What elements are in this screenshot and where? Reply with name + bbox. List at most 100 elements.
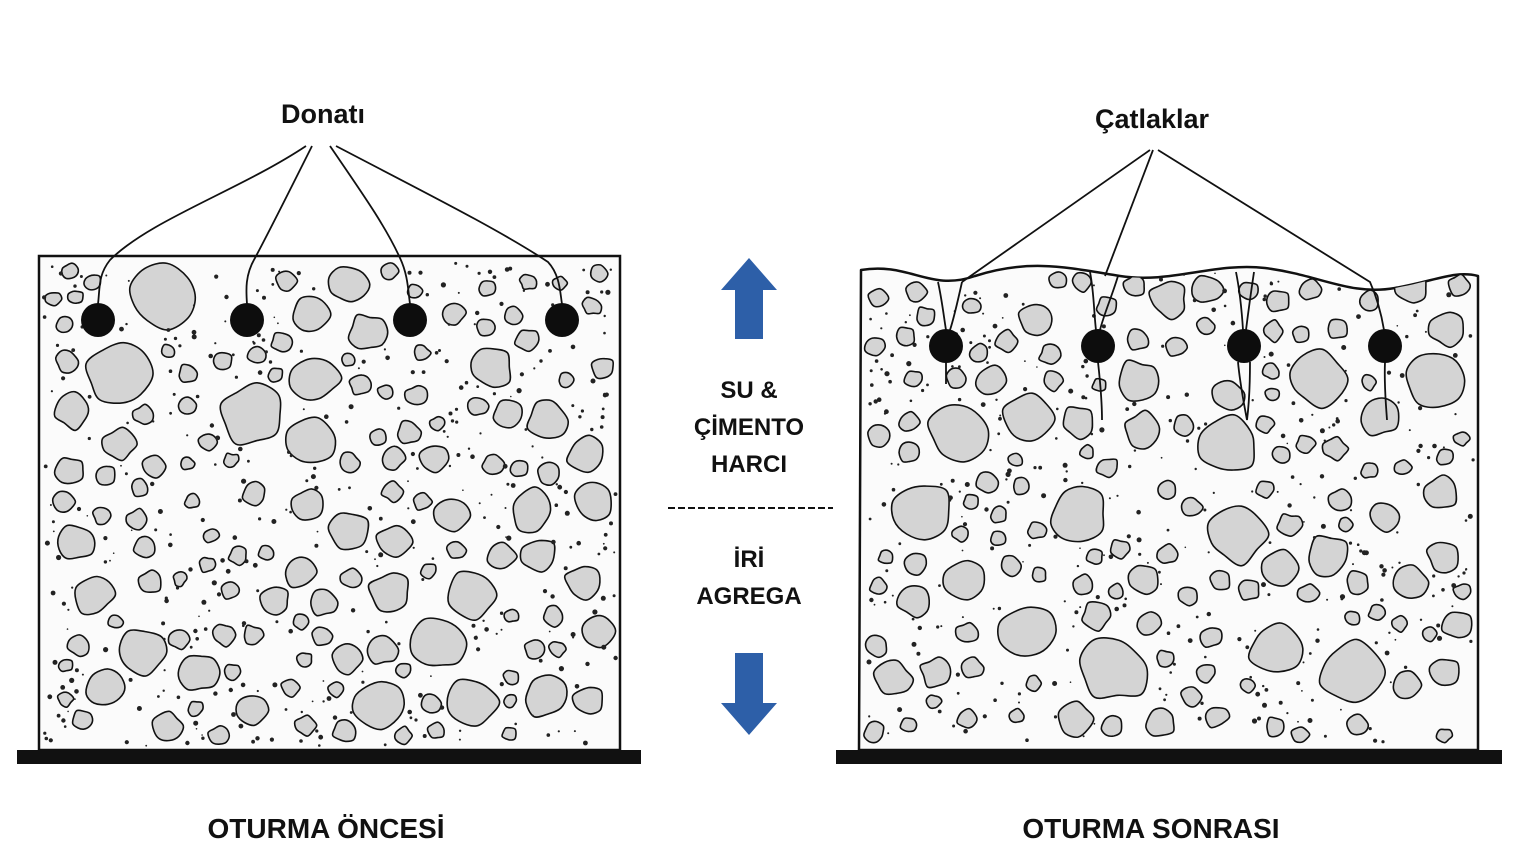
- sand-grain: [1427, 456, 1431, 460]
- sand-grain: [1415, 309, 1419, 313]
- aggregate-stone: [369, 428, 387, 447]
- sand-grain: [522, 289, 526, 292]
- sand-grain: [1069, 681, 1072, 683]
- aggregate-stone: [1361, 373, 1377, 392]
- sand-grain: [418, 270, 423, 275]
- sand-grain: [1316, 628, 1320, 631]
- aggregate-stone: [492, 399, 523, 429]
- sand-grain: [232, 535, 238, 540]
- sand-grain: [555, 483, 558, 486]
- aggregate-stone: [503, 693, 518, 709]
- sand-grain: [1398, 561, 1401, 564]
- sand-grain: [1092, 284, 1095, 287]
- sand-grain: [247, 459, 250, 463]
- aggregate-stone: [310, 588, 339, 617]
- aggregate-stone: [1271, 445, 1291, 464]
- sand-grain: [1195, 615, 1199, 619]
- sand-grain: [1038, 465, 1043, 470]
- before-settlement-caption: OTURMA ÖNCESİ: [208, 813, 445, 844]
- sand-grain: [476, 647, 481, 652]
- sand-grain: [1396, 325, 1399, 327]
- aggregate-stone: [74, 575, 117, 616]
- sand-grain: [241, 478, 247, 484]
- sand-grain: [883, 600, 887, 604]
- sand-grain: [1348, 541, 1353, 545]
- sand-grain: [407, 480, 409, 483]
- aggregate-stone: [222, 452, 240, 469]
- aggregate-stone: [1422, 474, 1458, 509]
- sand-grain: [256, 589, 260, 593]
- sand-grain: [241, 621, 247, 626]
- sand-grain: [1206, 611, 1212, 617]
- sand-grain: [421, 578, 425, 581]
- aggregate-stone: [1327, 318, 1348, 339]
- sand-grain: [1066, 648, 1069, 652]
- sand-grain: [909, 314, 911, 317]
- sand-grain: [1416, 482, 1421, 487]
- sand-grain: [490, 493, 493, 496]
- sand-grain: [952, 724, 956, 728]
- sand-grain: [554, 503, 559, 508]
- sand-grain: [938, 584, 941, 587]
- right-ground-base: [836, 750, 1502, 764]
- sand-grain: [462, 489, 464, 492]
- sand-grain: [1063, 600, 1066, 603]
- sand-grain: [1462, 571, 1466, 575]
- aggregate-stone: [895, 326, 916, 347]
- sand-grain: [963, 728, 968, 734]
- aggregate-stone: [989, 505, 1007, 524]
- aggregate-stone: [565, 434, 604, 474]
- sand-grain: [1138, 552, 1142, 556]
- sand-grain: [240, 682, 246, 688]
- aggregate-stone: [1452, 431, 1471, 447]
- sand-grain: [214, 463, 217, 466]
- sand-grain: [613, 655, 618, 661]
- sand-grain: [550, 594, 555, 599]
- aggregate-stone: [1026, 521, 1048, 540]
- sand-grain: [407, 507, 410, 510]
- aggregate-stone: [1298, 278, 1323, 301]
- sand-grain: [873, 603, 876, 606]
- sand-grain: [278, 270, 281, 273]
- sand-grain: [539, 359, 543, 363]
- leader-line: [335, 145, 563, 305]
- sand-grain: [318, 734, 324, 740]
- aggregate-stone: [905, 281, 929, 303]
- sand-grain: [1230, 320, 1236, 326]
- sand-grain: [885, 569, 889, 573]
- sand-grain: [407, 709, 413, 715]
- sand-grain: [200, 517, 205, 523]
- crack: [1383, 361, 1388, 421]
- sand-grain: [1072, 625, 1075, 628]
- sand-grain: [42, 295, 47, 300]
- sand-grain: [252, 562, 258, 568]
- aggregate-stone: [503, 305, 524, 326]
- sand-grain: [1381, 572, 1386, 577]
- sand-grain: [1268, 351, 1274, 357]
- sand-grain: [288, 628, 294, 634]
- sand-grain: [255, 289, 259, 293]
- sand-grain: [1083, 358, 1089, 364]
- sand-grain: [1391, 566, 1394, 569]
- aggregate-stone: [863, 720, 885, 744]
- aggregate-stone: [71, 709, 94, 730]
- rebar-label: Donatı: [281, 99, 365, 129]
- aggregate-stone: [180, 456, 196, 471]
- sand-grain: [473, 323, 476, 326]
- aggregate-stone: [927, 404, 990, 463]
- sand-grain: [1017, 692, 1022, 696]
- sand-grain: [1465, 569, 1467, 571]
- sand-grain: [277, 322, 279, 325]
- sand-grain: [1286, 712, 1289, 715]
- aggregate-stone: [1452, 583, 1472, 601]
- aggregate-stone: [536, 461, 560, 487]
- sand-grain: [926, 383, 929, 387]
- sand-grain: [495, 632, 498, 635]
- sand-grain: [958, 490, 961, 493]
- sand-grain: [410, 519, 416, 525]
- aggregate-stone: [187, 700, 204, 718]
- sand-grain: [609, 268, 612, 271]
- sand-grain: [869, 317, 872, 321]
- sand-grain: [71, 586, 74, 589]
- sand-grain: [1323, 439, 1327, 442]
